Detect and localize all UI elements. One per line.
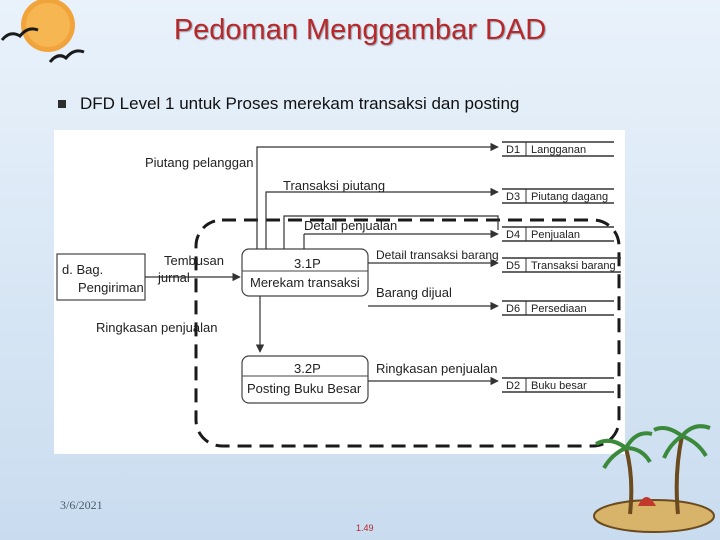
data-store-d3: D3 Piutang dagang	[502, 188, 614, 204]
process-3-2p-name: Posting Buku Besar	[247, 381, 362, 396]
data-store-d5-id: D5	[506, 260, 520, 272]
external-entity-line1: d. Bag.	[62, 262, 103, 277]
bullet-text: DFD Level 1 untuk Proses merekam transak…	[80, 94, 520, 113]
flow-label-tembusan: Tembusan	[164, 253, 224, 268]
data-store-d1: D1 Langganan	[502, 141, 614, 157]
bullet-item: DFD Level 1 untuk Proses merekam transak…	[58, 94, 519, 114]
flow-label-detail-transaksi-barang: Detail transaksi barang	[376, 248, 499, 262]
slide-title: Pedoman Menggambar DAD	[173, 14, 547, 46]
data-store-d3-name: Piutang dagang	[531, 191, 608, 203]
data-store-d2-id: D2	[506, 380, 520, 392]
data-store-d3-id: D3	[506, 191, 520, 203]
flow-label-detail-penjualan: Detail penjualan	[304, 218, 397, 233]
flow-label-ringkasan-penjualan-left: Ringkasan penjualan	[96, 320, 217, 335]
bullet-square-icon	[58, 100, 66, 108]
data-store-d6: D6 Persediaan	[502, 300, 614, 316]
data-store-d4-name: Penjualan	[531, 229, 580, 241]
slide-date: 3/6/2021	[60, 498, 103, 512]
flow-label-piutang-pelanggan: Piutang pelanggan	[145, 155, 253, 170]
process-3-1p-box	[241, 248, 369, 297]
flow-label-barang-dijual: Barang dijual	[376, 285, 452, 300]
dashed-boundary	[194, 218, 621, 448]
process-3-2p-box	[241, 355, 369, 404]
external-entity-box	[56, 253, 146, 301]
process-3-1p-name: Merekam transaksi	[250, 275, 360, 290]
data-store-d5: D5 Transaksi barang	[502, 257, 621, 273]
flow-label-ringkasan-penjualan-right: Ringkasan penjualan	[376, 361, 497, 376]
data-store-d1-id: D1	[506, 144, 520, 156]
external-entity-line2: Pengiriman	[78, 280, 144, 295]
flow-label-transaksi-piutang: Transaksi piutang	[283, 178, 385, 193]
data-store-d6-id: D6	[506, 303, 520, 315]
process-3-2p-id: 3.2P	[294, 361, 321, 376]
flow-label-jurnal: jurnal	[157, 270, 190, 285]
data-store-d1-name: Langganan	[531, 144, 586, 156]
process-3-1p-id: 3.1P	[294, 256, 321, 271]
data-store-d6-name: Persediaan	[531, 303, 587, 315]
data-store-d2-name: Buku besar	[531, 380, 587, 392]
palm-island-icon	[593, 424, 715, 533]
data-store-d5-name: Transaksi barang	[531, 260, 616, 272]
page-number: 1.49	[356, 523, 374, 533]
data-store-d2: D2 Buku besar	[502, 377, 614, 393]
data-store-d4-id: D4	[506, 229, 520, 241]
data-store-d4: D4 Penjualan	[502, 226, 614, 242]
dfd-diagram: d. Bag. Pengiriman 3.1P Merekam transaks…	[54, 130, 625, 454]
sun-birds-logo-icon	[0, 0, 85, 63]
